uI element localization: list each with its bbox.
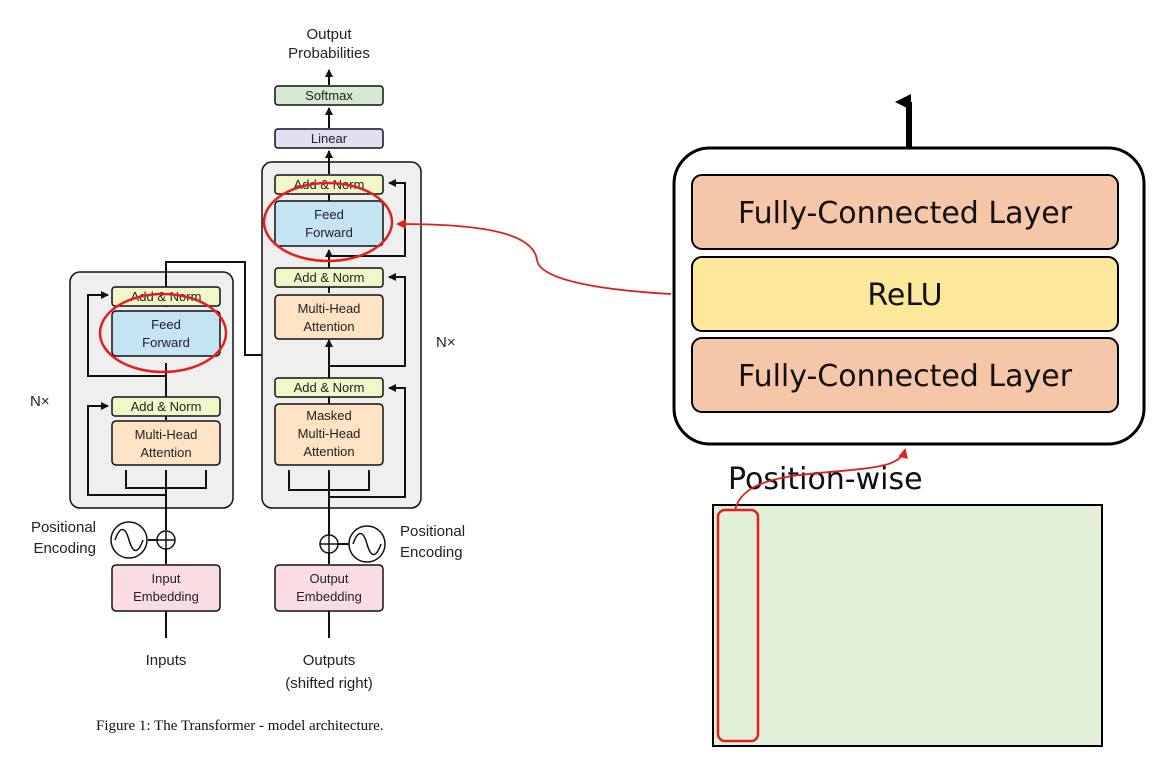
decoder-output-embedding-line-2: Embedding xyxy=(296,589,362,604)
position-pointer-arrow xyxy=(734,448,908,511)
encoder-positional-encoding-line-2: Encoding xyxy=(33,540,96,557)
fc-layer-top xyxy=(691,174,1119,250)
encoder-input-embedding-block xyxy=(111,564,221,612)
decoder-repeat-label: N× xyxy=(436,334,456,351)
ffn-pointer-arrow xyxy=(396,219,672,295)
decoder-attention-line-2: Attention xyxy=(303,319,354,334)
decoder-positional-encoding-line-1: Positional xyxy=(400,523,465,540)
output-probabilities-line-2: Probabilities xyxy=(288,45,370,62)
encoder-add-norm-1-block xyxy=(111,396,221,417)
encoder-add-norm-2-label: Add & Norm xyxy=(131,289,202,304)
decoder-outputs-label-line-1: Outputs xyxy=(303,652,356,669)
fc-layer-bottom xyxy=(691,337,1119,413)
encoder-attention-block xyxy=(111,420,221,466)
decoder-add-norm-2-label: Add & Norm xyxy=(294,270,365,285)
relu-label: ReLU xyxy=(867,278,942,313)
encoder-ff-highlight xyxy=(98,292,228,374)
decoder-masked-attention-line-3: Attention xyxy=(303,444,354,459)
decoder-attention-block xyxy=(274,294,384,340)
decoder-attention-line-1: Multi-Head xyxy=(298,301,361,316)
output-probabilities-line-1: Output xyxy=(306,26,352,43)
encoder-input-embedding-line-2: Embedding xyxy=(133,589,199,604)
decoder-positional-encoding-line-2: Encoding xyxy=(400,544,463,561)
decoder-output-embedding-line-1: Output xyxy=(309,571,348,586)
figure-caption: Figure 1: The Transformer - model archit… xyxy=(96,718,384,734)
encoder-attention-line-2: Attention xyxy=(140,445,191,460)
decoder-add-norm-3-block xyxy=(274,174,384,195)
decoder-add-norm-1-label: Add & Norm xyxy=(294,380,365,395)
decoder-add-norm-1-block xyxy=(274,377,384,398)
encoder-input-embedding-line-1: Input xyxy=(152,571,181,586)
encoder-add-norm-2-block xyxy=(111,286,221,307)
decoder-outputs-label-line-2: (shifted right) xyxy=(285,675,373,692)
sequence-matrix xyxy=(712,504,1103,747)
encoder-feed-forward-block xyxy=(111,310,221,357)
softmax-label: Softmax xyxy=(305,88,353,103)
decoder-masked-attention-line-1: Masked xyxy=(306,408,352,423)
decoder-feed-forward-line-1: Feed xyxy=(314,207,344,222)
decoder-feed-forward-line-2: Forward xyxy=(305,225,353,240)
decoder-feed-forward-block xyxy=(274,200,384,247)
position-wise-label: Position-wise xyxy=(728,462,923,497)
decoder-masked-attention-block xyxy=(274,403,384,466)
encoder-attention-line-1: Multi-Head xyxy=(135,427,198,442)
decoder-masked-attention-line-2: Multi-Head xyxy=(298,426,361,441)
decoder-output-embedding-block xyxy=(274,564,384,612)
encoder-feed-forward-line-1: Feed xyxy=(151,317,181,332)
encoder-repeat-label: N× xyxy=(30,393,50,410)
relu-layer xyxy=(691,256,1119,332)
decoder-add-norm-2-block xyxy=(274,267,384,288)
encoder-feed-forward-line-2: Forward xyxy=(142,335,190,350)
encoder-inputs-label: Inputs xyxy=(146,652,187,669)
linear-block xyxy=(274,128,384,149)
encoder-positional-encoding-line-1: Positional xyxy=(31,519,96,536)
linear-label: Linear xyxy=(311,131,348,146)
encoder-add-norm-1-label: Add & Norm xyxy=(131,399,202,414)
fc-layer-bottom-label: Fully-Connected Layer xyxy=(738,359,1073,394)
fc-layer-top-label: Fully-Connected Layer xyxy=(738,196,1073,231)
softmax-block xyxy=(274,85,384,106)
decoder-ff-highlight xyxy=(262,181,394,263)
position-highlight xyxy=(716,508,760,743)
decoder-add-norm-3-label: Add & Norm xyxy=(294,177,365,192)
